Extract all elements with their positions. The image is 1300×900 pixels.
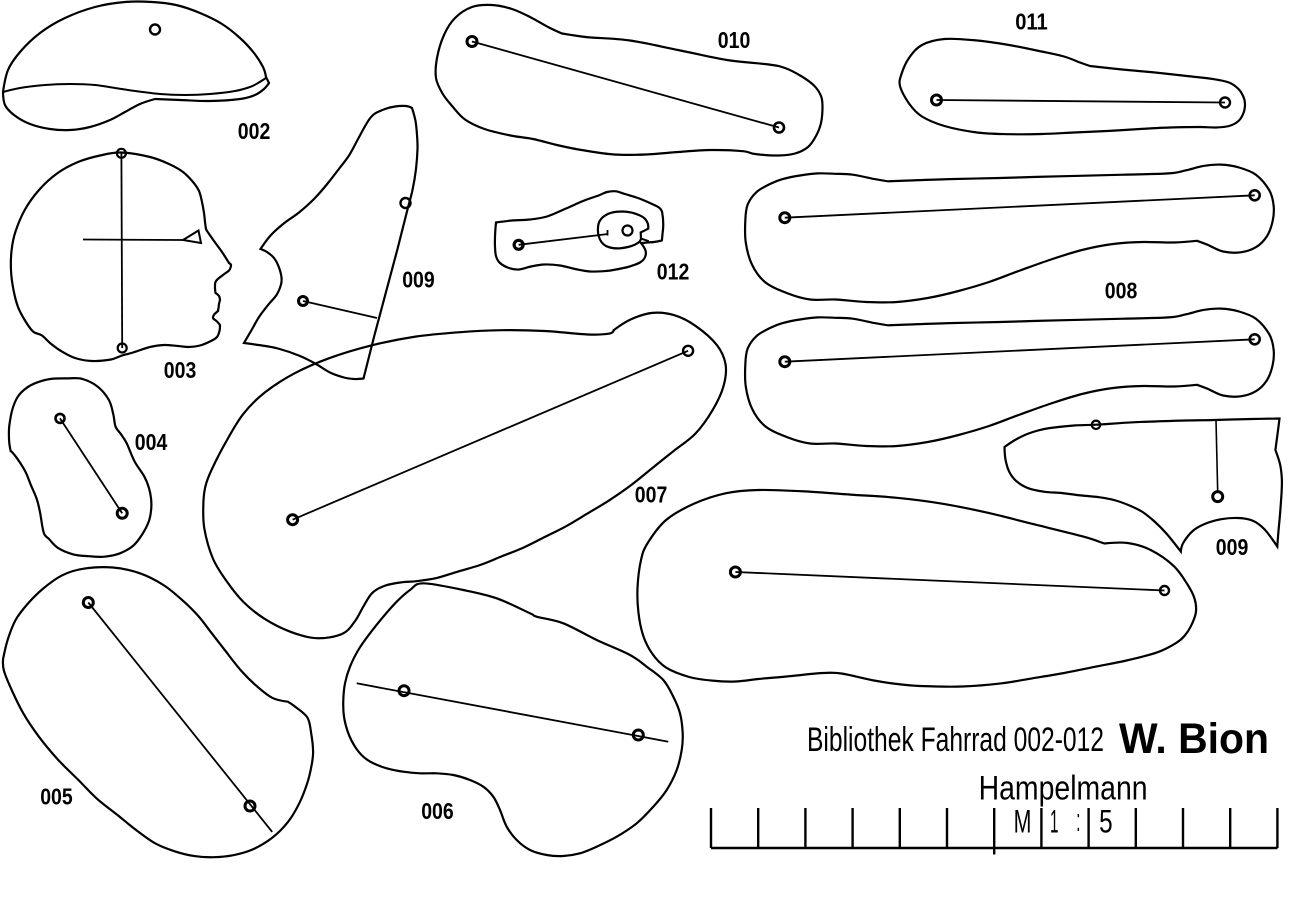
svg-text:002: 002 — [238, 118, 270, 144]
svg-text:007: 007 — [635, 482, 668, 508]
svg-text:004: 004 — [135, 429, 168, 455]
svg-text::: : — [1076, 802, 1080, 838]
svg-text:5: 5 — [1099, 804, 1113, 840]
svg-text:W. Bion: W. Bion — [1119, 715, 1269, 763]
svg-text:1: 1 — [1050, 804, 1059, 840]
svg-text:012: 012 — [657, 259, 690, 285]
svg-text:005: 005 — [40, 784, 73, 810]
svg-text:006: 006 — [421, 798, 454, 824]
svg-text:011: 011 — [1015, 9, 1048, 35]
svg-text:009: 009 — [1216, 534, 1249, 560]
svg-text:Hampelmann: Hampelmann — [979, 770, 1148, 808]
svg-text:008: 008 — [1105, 278, 1138, 304]
svg-text:009: 009 — [402, 267, 435, 293]
svg-text:010: 010 — [718, 27, 751, 53]
svg-text:003: 003 — [164, 357, 197, 383]
svg-text:Bibliothek Fahrrad 002-012: Bibliothek Fahrrad 002-012 — [807, 721, 1104, 759]
svg-text:M: M — [1014, 804, 1032, 840]
